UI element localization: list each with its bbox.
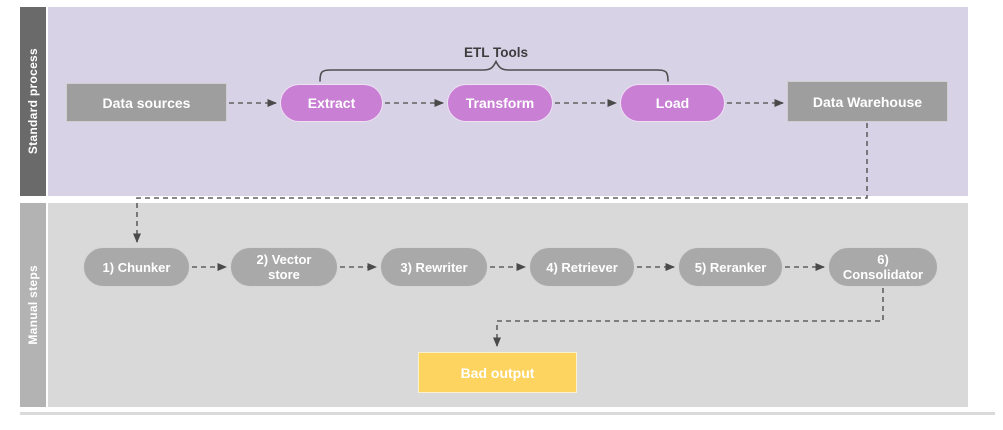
- node-load: Load: [620, 84, 725, 122]
- node-retriever: 4) Retriever: [529, 247, 635, 287]
- lane-label-text: Standard process: [26, 48, 40, 155]
- etl-tools-label: ETL Tools: [464, 45, 528, 60]
- node-label: 5) Reranker: [694, 259, 767, 275]
- node-transform: Transform: [447, 84, 553, 122]
- node-label: Load: [655, 95, 690, 111]
- lane-label-text: Manual steps: [26, 265, 40, 345]
- node-label: Data Warehouse: [812, 93, 923, 110]
- node-rewriter: 3) Rewriter: [380, 247, 488, 287]
- node-label: 3) Rewriter: [400, 259, 468, 275]
- node-label: Transform: [465, 95, 535, 111]
- node-chunker: 1) Chunker: [83, 247, 190, 287]
- node-label: 2) Vector store: [256, 252, 312, 282]
- node-consolidator: 6) Consolidator: [828, 247, 938, 287]
- node-label: 1) Chunker: [102, 259, 171, 275]
- node-reranker: 5) Reranker: [678, 247, 783, 287]
- node-extract: Extract: [280, 84, 383, 122]
- node-label: Extract: [307, 95, 356, 111]
- bottom-divider: [20, 412, 995, 415]
- node-bad-output: Bad output: [418, 352, 577, 393]
- lane-label-manual-steps: Manual steps: [20, 203, 46, 407]
- node-label: Bad output: [460, 364, 535, 381]
- node-label: 4) Retriever: [546, 259, 618, 275]
- node-data-warehouse: Data Warehouse: [787, 81, 948, 122]
- node-label: Data sources: [102, 94, 191, 111]
- node-data-sources: Data sources: [66, 83, 227, 122]
- node-vector-store: 2) Vector store: [230, 247, 338, 287]
- lane-label-standard-process: Standard process: [20, 7, 46, 196]
- node-label: 6) Consolidator: [842, 252, 924, 282]
